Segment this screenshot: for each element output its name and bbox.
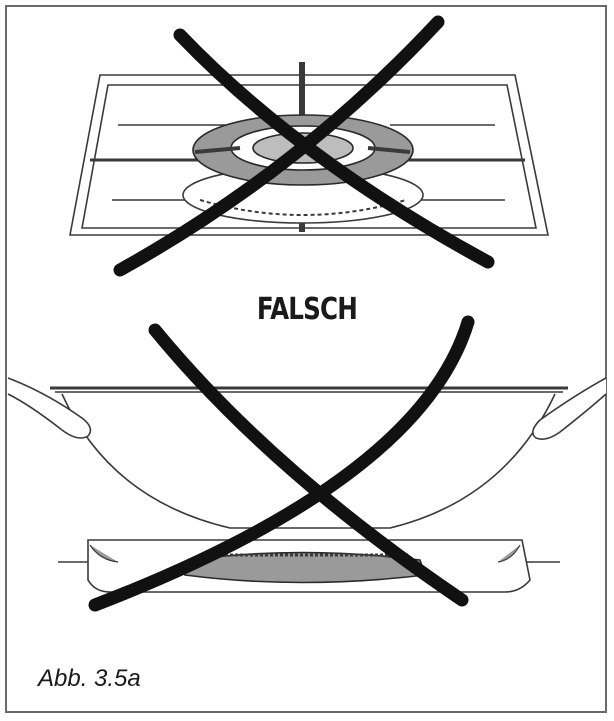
figure-caption: Abb. 3.5a: [38, 665, 141, 692]
cross-mark-icon: [113, 15, 495, 277]
wok-on-burner-illustration: [7, 377, 607, 593]
wrong-label: FALSCH: [256, 292, 358, 327]
cross-mark-icon: [88, 315, 475, 612]
